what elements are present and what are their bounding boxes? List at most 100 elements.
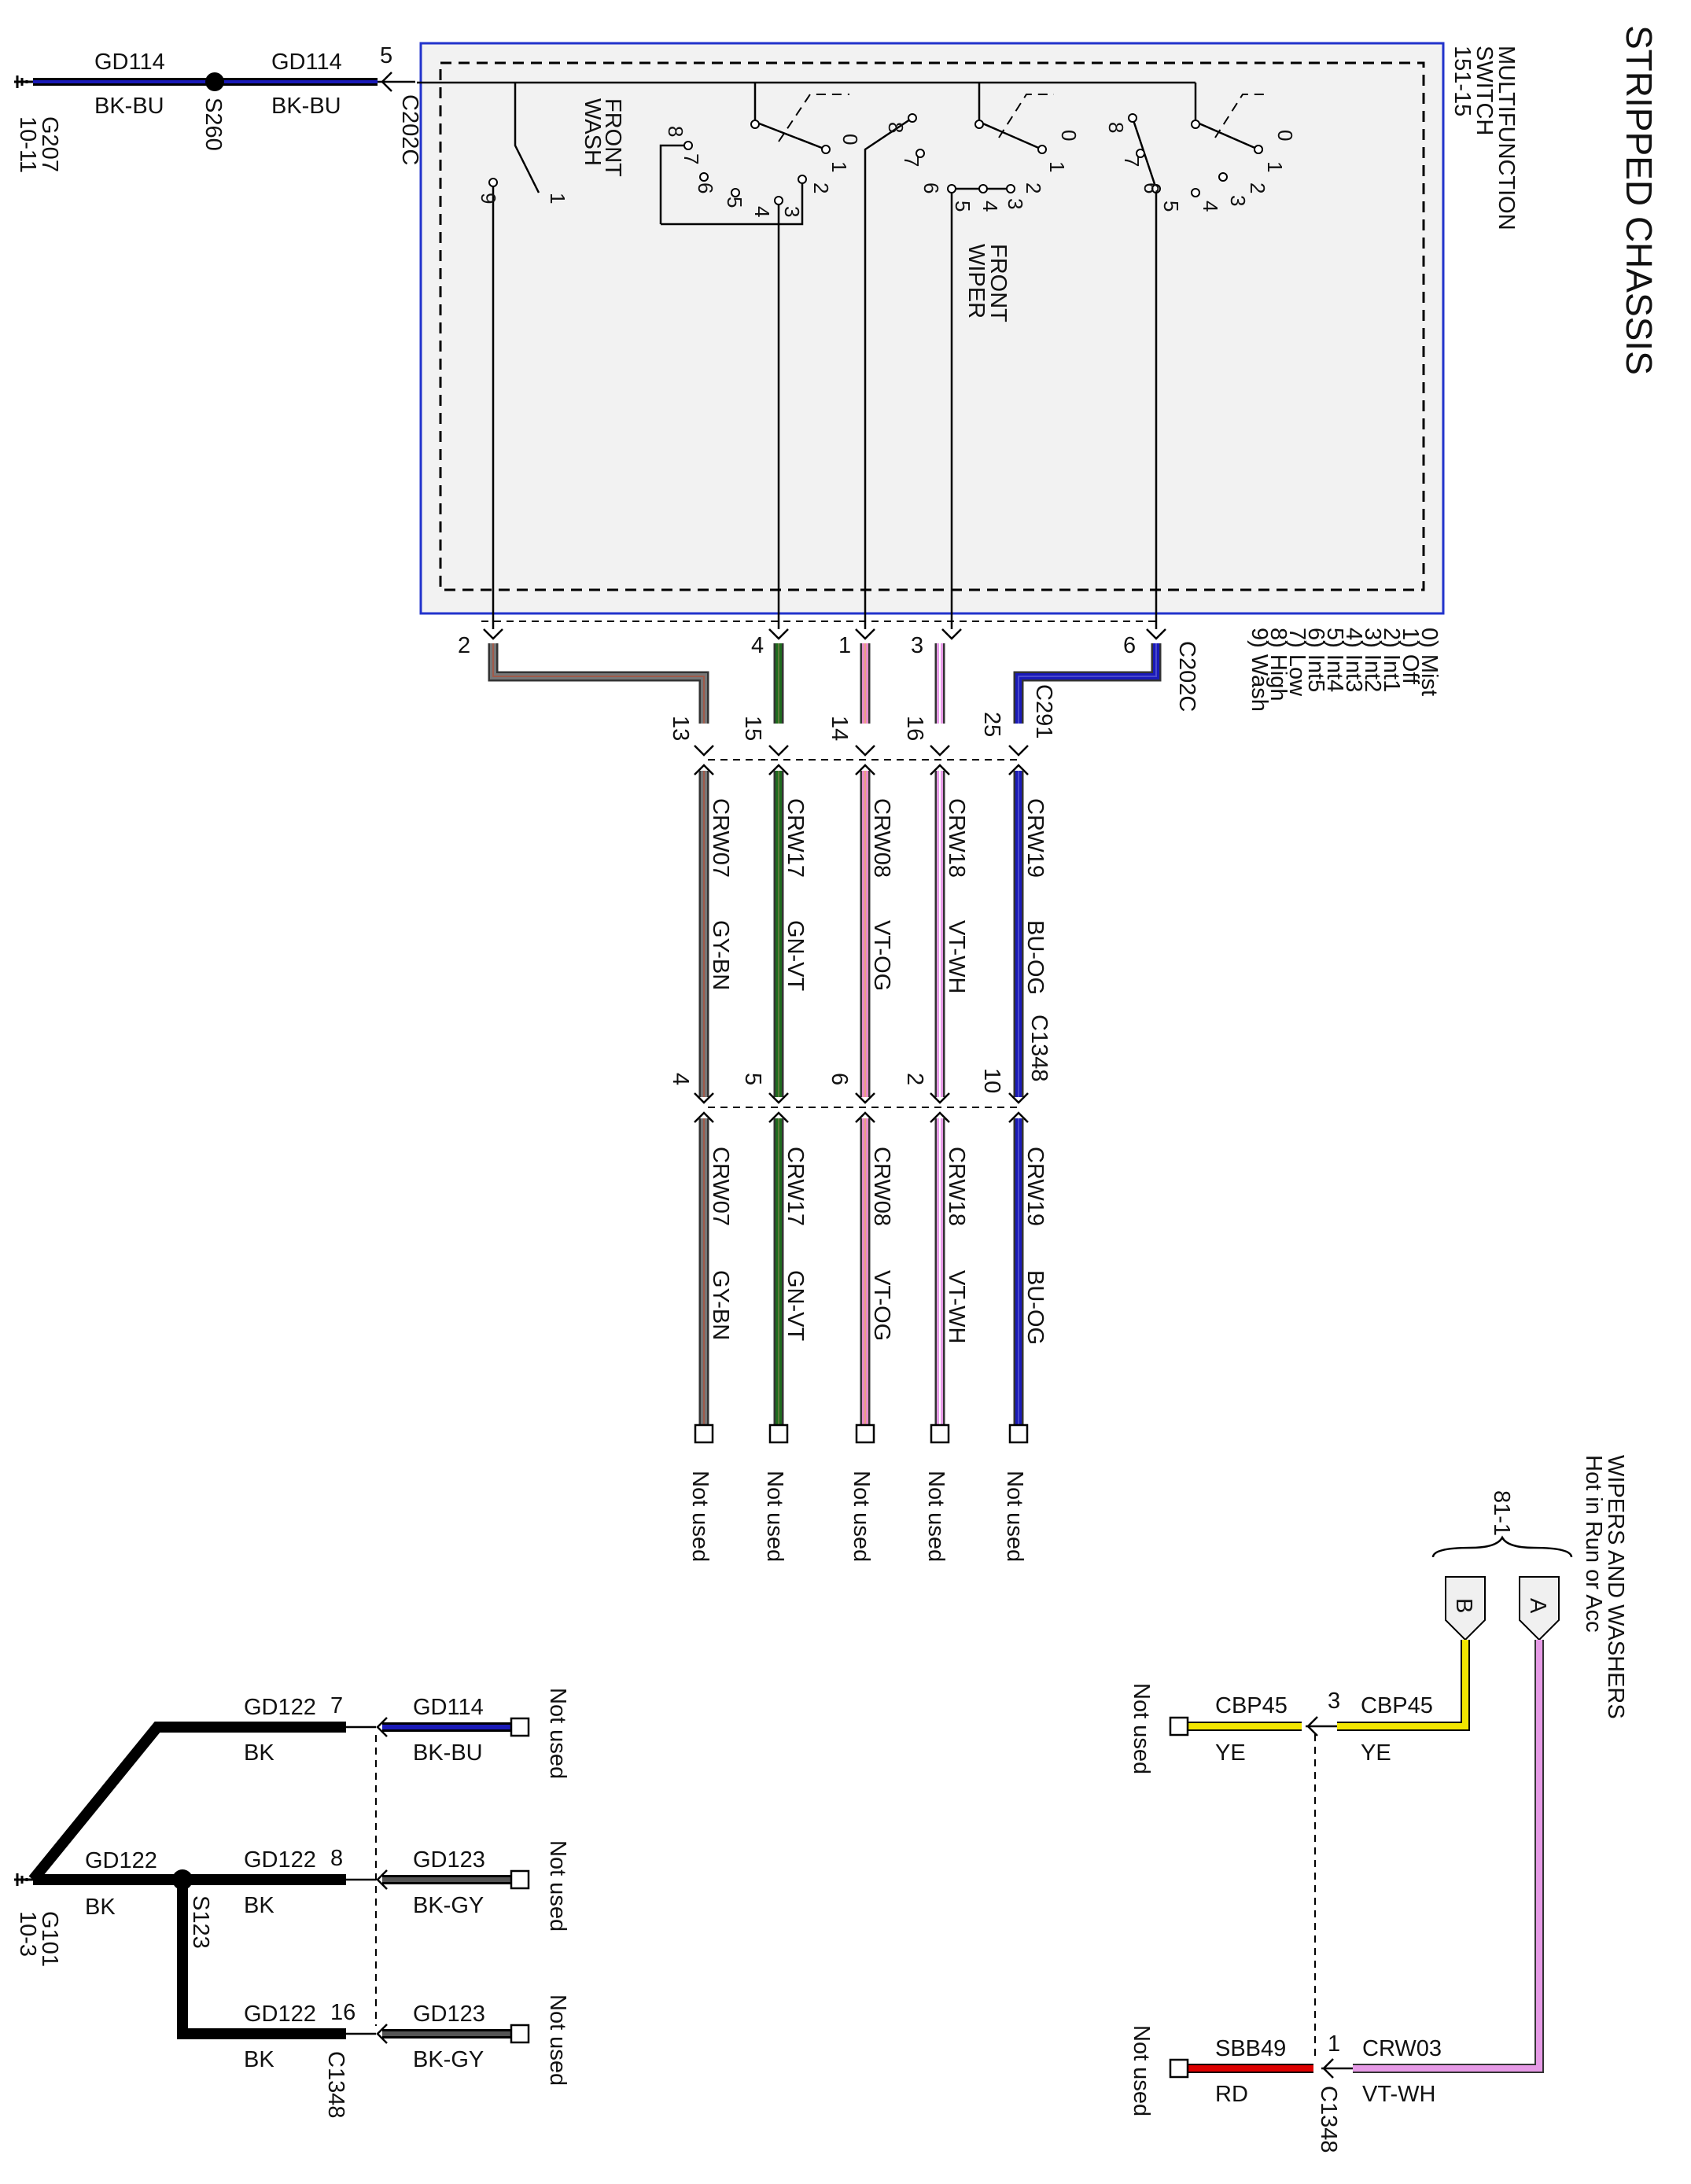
ye-left-label: YE [1215,1740,1246,1766]
contact-4-b: 4 [978,201,1002,212]
arrow-c1348-out-crw19 [1008,1111,1029,1123]
power-subtitle: Hot in Run or Acc [1581,1455,1606,1633]
ground-row-pin-2: 16 [330,2000,356,2025]
ground-row-not-used-2: Not used [545,1994,570,2086]
contact-9-wash: 9 [477,193,500,204]
ground-row-left-label-2: GD122 [244,2002,316,2027]
contact-7-b: 7 [900,156,923,167]
circuit-label-upper-crw19: CRW19 [1022,798,1048,878]
arrow-c1348-in-crw08 [855,1092,875,1104]
circuit-label-lower-crw17: CRW17 [783,1147,808,1226]
not-used-label-crw18: Not used [923,1471,949,1562]
not-used-terminal-crw08 [855,1423,875,1444]
color-label-lower-crw19: BU-OG [1022,1270,1048,1345]
contact-5-b: 5 [951,201,974,212]
contact-3-c: 3 [1226,195,1250,206]
c1348-pin-2: 2 [902,1073,927,1085]
c1348-pin-10: 10 [979,1068,1004,1093]
arrow-c1348-out-crw08 [855,1111,875,1123]
not-used-label-crw17: Not used [762,1471,787,1562]
trunk-bk-label: BK [85,1895,116,1920]
position-3: 3) Int2 [1360,628,1385,692]
switch-name-3: 151-15 [1450,46,1475,116]
color-label-upper-crw08: VT-OG [869,920,894,991]
wire-stripe-upper-crw19 [1018,643,1157,724]
gd114-right-label: GD114 [271,50,342,75]
c202c-pin-5: 5 [380,43,392,68]
c291-pin-15: 15 [740,716,765,741]
power-feed: WIPERS AND WASHERS Hot in Run or Acc 81-… [1129,1455,1628,2153]
front-wash-label-2: WASH [580,98,605,166]
c202c-pin-3: 3 [911,633,923,658]
ground-row-arrow-1 [376,1869,388,1890]
contact-6-b: 6 [919,182,943,193]
splice-s123 [172,1869,193,1890]
circuit-label-upper-crw07: CRW07 [708,798,733,878]
contact-1-a: 1 [827,161,851,172]
arrow-c1348-out-crw07 [694,1111,714,1123]
c291-pin-14: 14 [827,716,852,741]
top-ground-circuit: G207 10-11 S260 GD114 BK-BU GD114 BK-BU … [14,43,422,173]
color-label-upper-crw18: VT-WH [944,920,969,993]
arrow-c1348-in-crw18 [930,1092,950,1104]
contact-7-a: 7 [680,153,703,164]
ground-g207: G207 [37,116,62,172]
page-title: STRIPPED CHASSIS [1619,25,1660,375]
arrow-c202c-crw19 [1146,628,1166,640]
arrow-c291-in-crw17 [768,745,789,757]
bk-bu-right-label: BK-BU [271,94,341,119]
c202c-top-label: C202C [397,94,422,165]
c202c-pin-2: 2 [458,633,470,658]
contact-5-c: 5 [1159,201,1183,212]
ground-row-right-color-1: BK-GY [413,1893,484,1918]
color-label-upper-crw17: GN-VT [783,920,808,992]
contact-2-a: 2 [809,182,833,193]
contact-0-a: 0 [838,134,862,145]
c202c-pin-6: 6 [1123,633,1136,658]
not-used-yellow: Not used [1129,1683,1154,1774]
arrow-c291-in-crw07 [694,745,714,757]
c1348-pin-4: 4 [668,1073,693,1085]
position-4: 4) Int3 [1341,628,1366,692]
ground-g101: G101 [37,1911,62,1967]
contact-3-b: 3 [1004,198,1027,209]
position-1: 1) Off [1398,628,1423,685]
ground-row-terminal-1 [510,1869,530,1890]
splice-s123-label: S123 [188,1895,213,1949]
ground-row-right-label-0: GD114 [413,1695,484,1720]
circuit-label-lower-crw08: CRW08 [869,1147,894,1226]
not-used-label-crw08: Not used [849,1471,874,1562]
contact-3-a: 3 [780,206,804,217]
contact-8-b: 8 [884,122,908,133]
contact-0-c: 0 [1273,130,1297,141]
ground-row-left-label-0: GD122 [244,1695,316,1720]
ground-row-left-color-0: BK [244,1740,274,1766]
ground-row-pin-1: 8 [330,1846,343,1871]
contact-1-wash: 1 [546,193,569,204]
crw03-pin: 1 [1328,2031,1340,2057]
crw03-label: CRW03 [1362,2036,1442,2061]
contact-1-b: 1 [1045,161,1069,172]
wire-outline-upper-crw07 [488,643,709,724]
power-title: WIPERS AND WASHERS [1603,1455,1628,1719]
power-page-ref: 81-1 [1489,1490,1514,1536]
color-label-lower-crw18: VT-WH [944,1270,969,1343]
contact-6-a: 6 [694,182,717,193]
contact-8-c: 8 [1104,122,1128,133]
arrow-c291-out-crw19 [1008,764,1029,775]
position-9: 9) Wash [1247,628,1272,712]
contact-6-c: 6 [1140,182,1163,193]
arrow-c291-out-crw18 [930,764,950,775]
ground-row-right-color-0: BK-BU [413,1740,483,1766]
ground-row-pin-0: 7 [330,1693,343,1718]
arrow-c291-out-crw07 [694,764,714,775]
switch-name-1: MULTIFUNCTION [1494,46,1519,230]
contact-4-a: 4 [750,206,774,217]
contact-5-a: 5 [723,197,746,208]
not-used-terminal-crw17 [768,1423,789,1444]
rd-label: RD [1215,2082,1248,2107]
ye-right-label: YE [1361,1740,1391,1766]
gd114-left-label: GD114 [94,50,165,75]
arrow-c291-out-crw08 [855,764,875,775]
